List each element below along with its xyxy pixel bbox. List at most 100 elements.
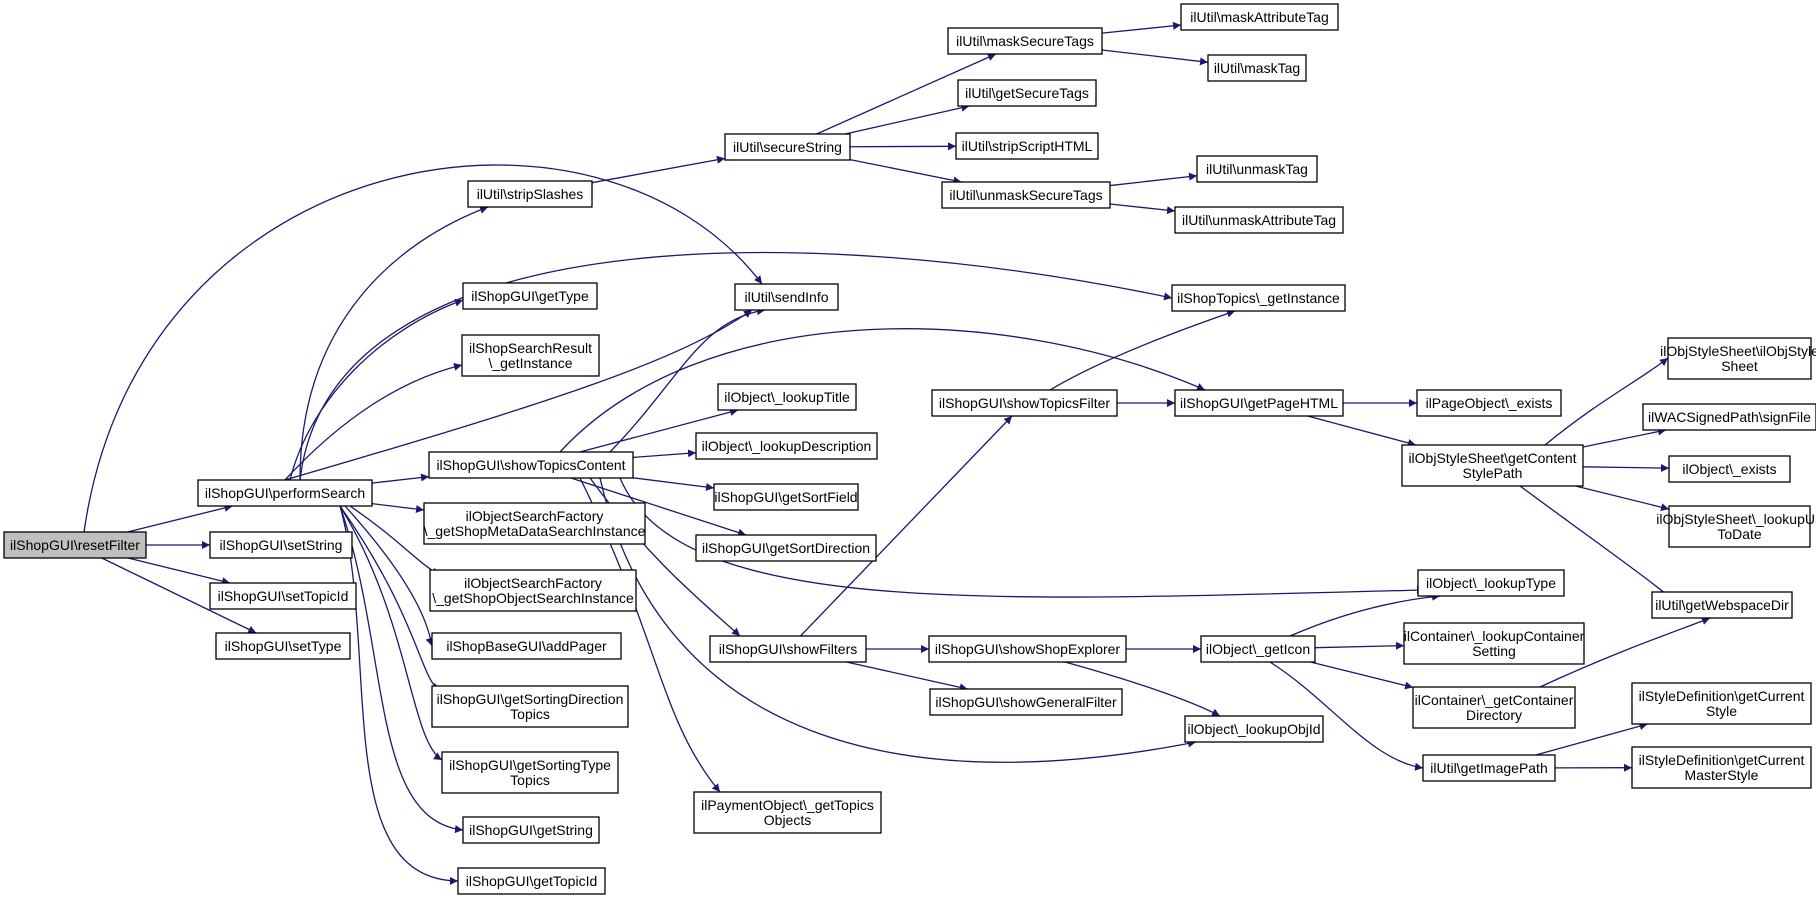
node-n32[interactable]: ilObject\_lookupType (1417, 569, 1565, 597)
node-n7[interactable]: ilShopGUI\getType (462, 282, 598, 310)
node-n4[interactable]: ilShopGUI\setType (215, 632, 351, 660)
node-label: ilUtil\unmaskTag (1206, 161, 1308, 177)
node-n28[interactable]: ilObject\_lookupTitle (717, 383, 857, 411)
node-label: \_getShopObjectSearchInstance (432, 590, 634, 606)
node-n23[interactable]: ilUtil\maskTag (1207, 54, 1307, 82)
node-n20[interactable]: ilUtil\stripScriptHTML (955, 132, 1099, 160)
edge-n37-n34 (1064, 661, 1221, 717)
node-label: ilObjStyleSheet\getContent (1408, 450, 1576, 466)
node-n8[interactable]: ilShopSearchResult\_getInstance (461, 334, 600, 377)
edge-n1-n14 (339, 505, 443, 761)
node-n36[interactable]: ilShopGUI\showTopicsFilter (931, 389, 1118, 417)
node-box (431, 685, 629, 728)
edge-n41-n46 (1582, 427, 1667, 448)
node-n49[interactable]: ilUtil\getWebspaceDir (1651, 591, 1793, 619)
edge-n1-n10 (371, 502, 425, 513)
node-n0[interactable]: ilShopGUI\resetFilter (3, 531, 147, 559)
node-box (1401, 444, 1584, 487)
node-label: Directory (1466, 707, 1522, 723)
node-n12[interactable]: ilShopBaseGUI\addPager (431, 632, 622, 660)
node-label: ilShopGUI\setString (220, 537, 343, 553)
node-n44[interactable]: ilUtil\getImagePath (1422, 754, 1556, 782)
edge-n0-n4 (101, 557, 257, 634)
edge-n41-n47 (1582, 463, 1670, 472)
node-box (209, 531, 353, 559)
node-label: ilObjStyleSheet\ilObjStyle (1660, 343, 1816, 359)
node-n47[interactable]: ilObject\_exists (1668, 455, 1791, 483)
node-label: ilUtil\unmaskAttributeTag (1182, 212, 1336, 228)
node-n16[interactable]: ilShopGUI\getTopicId (457, 867, 606, 895)
node-n31[interactable]: ilShopGUI\getSortDirection (695, 534, 877, 562)
node-n10[interactable]: ilObjectSearchFactory\_getShopMetaDataSe… (423, 502, 646, 545)
node-n25[interactable]: ilUtil\unmaskAttributeTag (1174, 206, 1344, 234)
node-n34[interactable]: ilObject\_lookupObjId (1184, 715, 1324, 743)
edge-n1-n26 (299, 251, 1173, 481)
node-n46[interactable]: ilWACSignedPath\signFile (1642, 403, 1816, 431)
node-n38[interactable]: ilShopGUI\showGeneralFilter (929, 688, 1123, 716)
node-n45[interactable]: ilObjStyleSheet\ilObjStyleSheet (1660, 337, 1816, 380)
node-n22[interactable]: ilUtil\maskAttributeTag (1180, 3, 1339, 31)
node-box (1651, 591, 1793, 619)
node-label: ilShopGUI\showTopicsContent (436, 457, 625, 473)
node-n29[interactable]: ilObject\_lookupDescription (695, 432, 878, 460)
node-box (1184, 715, 1324, 743)
node-n24[interactable]: ilUtil\unmaskTag (1196, 155, 1318, 183)
edge-n21-n24 (1109, 172, 1198, 187)
node-n5[interactable]: ilUtil\sendInfo (734, 283, 839, 311)
node-label: ilShopGUI\getTopicId (466, 873, 598, 889)
edge-n1-n5 (284, 309, 753, 481)
edge-n41-n45 (1544, 357, 1669, 446)
node-box (3, 531, 147, 559)
node-n39[interactable]: ilObject\_getIcon (1200, 635, 1316, 663)
node-label: ilUtil\getImagePath (1430, 760, 1548, 776)
node-n18[interactable]: ilUtil\maskSecureTags (947, 27, 1103, 55)
edge-n9-n29 (632, 449, 697, 459)
node-n19[interactable]: ilUtil\getSecureTags (957, 79, 1097, 107)
node-box (431, 632, 622, 660)
node-label: ilObjectSearchFactory (466, 508, 604, 524)
node-label: ilShopGUI\getSortField (714, 489, 857, 505)
node-box (931, 389, 1118, 417)
node-n26[interactable]: ilShopTopics\_getInstance (1171, 284, 1346, 312)
node-n37[interactable]: ilShopGUI\showShopExplorer (928, 635, 1127, 663)
node-label: ilShopGUI\showGeneralFilter (935, 694, 1117, 710)
node-n40[interactable]: ilPageObject\_exists (1416, 389, 1562, 417)
node-n9[interactable]: ilShopGUI\showTopicsContent (428, 451, 634, 479)
node-n6[interactable]: ilUtil\stripSlashes (467, 180, 593, 208)
node-label: ilShopGUI\getPageHTML (1180, 395, 1338, 411)
edge-n9-n28 (579, 408, 739, 453)
node-n33[interactable]: ilShopGUI\showFilters (709, 635, 867, 663)
edges-layer (83, 21, 1711, 885)
node-n15[interactable]: ilShopGUI\getString (462, 816, 600, 844)
node-label: ilUtil\stripScriptHTML (962, 138, 1093, 154)
node-n2[interactable]: ilShopGUI\setString (209, 531, 353, 559)
node-box (1174, 206, 1344, 234)
node-box (1416, 389, 1562, 417)
node-label: ilPageObject\_exists (1426, 395, 1553, 411)
node-label: ilUtil\unmaskSecureTags (949, 187, 1102, 203)
node-box (929, 688, 1123, 716)
node-n3[interactable]: ilShopGUI\setTopicId (209, 582, 357, 610)
node-n1[interactable]: ilShopGUI\performSearch (197, 479, 373, 507)
node-box (462, 816, 600, 844)
node-n21[interactable]: ilUtil\unmaskSecureTags (941, 181, 1111, 209)
node-label: ilPaymentObject\_getTopics (701, 797, 874, 813)
node-n30[interactable]: ilShopGUI\getSortField (713, 483, 859, 511)
node-label: ilObject\_lookupTitle (724, 389, 850, 405)
edge-n39-n42 (1314, 641, 1405, 650)
node-n27[interactable]: ilShopGUI\getPageHTML (1174, 389, 1344, 417)
node-label: ilStyleDefinition\getCurrent (1639, 688, 1805, 704)
node-label: ilShopGUI\performSearch (205, 485, 365, 501)
edge-n9-n30 (632, 477, 715, 491)
node-n17[interactable]: ilUtil\secureString (724, 133, 851, 161)
node-n11[interactable]: ilObjectSearchFactory\_getShopObjectSear… (429, 569, 637, 612)
